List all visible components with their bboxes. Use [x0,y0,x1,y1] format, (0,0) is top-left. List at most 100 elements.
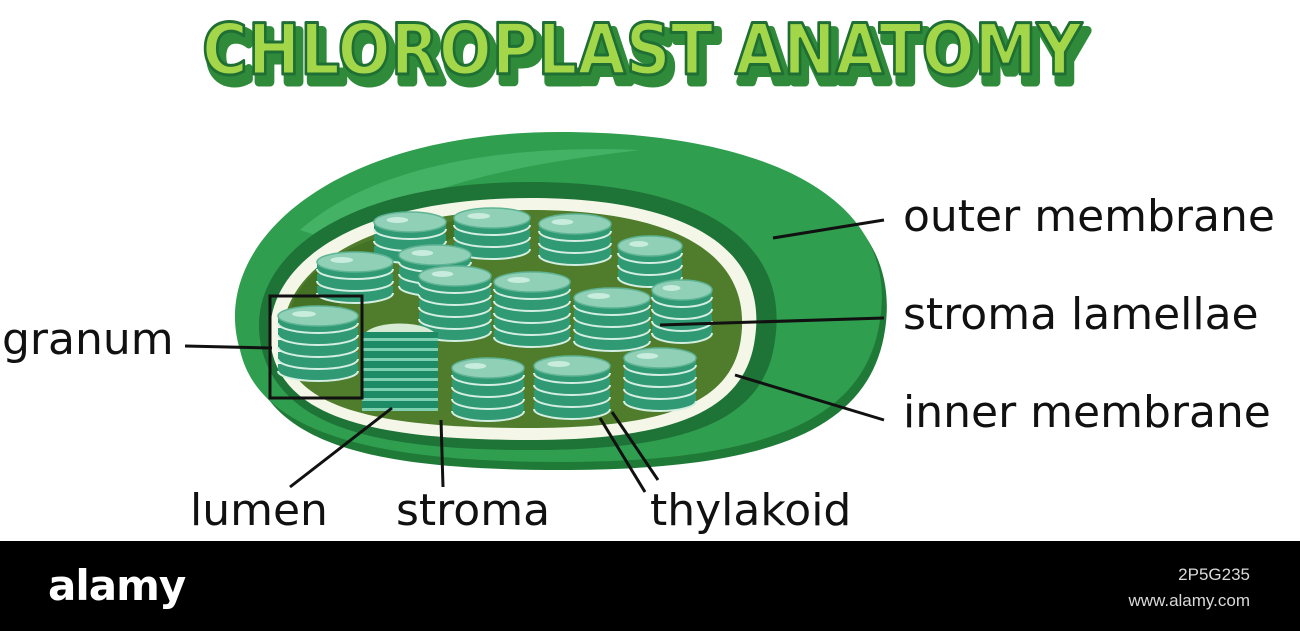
thylakoid-disc-rim [533,384,611,396]
thylakoid-disc-rim [451,410,525,422]
leader-stroma [439,419,445,488]
thylakoid-disc-rim [277,334,359,346]
thylakoid-disc-top [316,251,394,273]
title-shadow: CHLOROPLAST ANATOMY [207,17,1088,99]
lumen-membrane-line [362,398,438,401]
label-thylakoid: thylakoid [650,485,852,536]
thylakoid-disc-top [398,244,472,266]
thylakoid-disc-rim [533,372,611,384]
thylakoid-disc-rim [538,242,612,254]
label-stroma-lamellae: stroma lamellae [903,289,1259,340]
thylakoid-disc-rim [573,340,651,352]
leader-lumen [289,406,393,489]
lumen-stack [362,323,438,411]
thylakoid-disc-rim [418,282,492,294]
thylakoid-disc-top [651,279,713,301]
thylakoid-disc-rim [573,304,651,316]
lumen-membrane-line [362,408,438,411]
thylakoid-disc-rim [493,324,571,336]
thylakoid-disc-rim [418,306,492,318]
granum-stack [623,347,697,412]
label-inner-membrane: inner membrane [903,387,1271,438]
thylakoid-disc-rim [418,294,492,306]
granum-stack [573,287,651,352]
granum-stack [533,355,611,420]
leader-inner-membrane [734,373,885,422]
label-granum: granum [2,314,174,365]
thylakoid-shine [467,213,491,219]
granum-stack [451,357,525,422]
thylakoid-disc-rim [451,374,525,386]
thylakoid-disc-top [617,235,683,257]
granum-stack [617,235,683,288]
label-outer-membrane: outer membrane [903,191,1275,242]
thylakoid-disc-top [453,207,531,229]
thylakoid-disc-rim [316,280,394,292]
thylakoid-disc-rim [453,236,531,248]
thylakoid-disc-rim [533,408,611,420]
thylakoid-disc-top [623,347,697,369]
thylakoid-shine [629,241,649,247]
lumen-membrane-line [362,348,438,351]
site-url: www.alamy.com [1128,591,1250,610]
title-text: CHLOROPLAST ANATOMY [202,9,1083,91]
lumen-membrane-line [362,368,438,371]
thylakoid-disc-top [277,305,359,327]
thylakoid-shine [551,219,574,225]
brand-logo: alamy [48,561,186,610]
thylakoid-disc-rim [623,364,697,376]
granum-stack [453,207,531,260]
grana-group [277,207,713,422]
thylakoid-shine [330,257,354,263]
granum-stack [277,305,359,382]
thylakoid-shine [431,271,454,277]
thylakoid-disc-rim [277,322,359,334]
label-lumen: lumen [190,485,328,536]
thylakoid-disc-rim [277,346,359,358]
thylakoid-shine [464,363,487,369]
chloroplast [234,132,887,470]
thylakoid-disc-rim [623,376,697,388]
lumen-membrane-line [362,358,438,361]
thylakoid-disc-rim [277,370,359,382]
thylakoid-disc-rim [538,254,612,266]
thylakoid-shine [386,217,409,223]
granum-stack [493,271,571,348]
thylakoid-disc-rim [493,300,571,312]
thylakoid-shine [636,353,659,359]
thylakoid-disc-rim [453,224,531,236]
thylakoid-disc-top [538,213,612,235]
thylakoid-disc-rim [651,296,713,308]
thylakoid-disc-rim [493,312,571,324]
thylakoid-shine [292,311,316,317]
lumen-membrane-line [362,378,438,381]
thylakoid-disc-rim [451,386,525,398]
thylakoid-disc-rim [617,252,683,264]
thylakoid-disc-top [418,265,492,287]
thylakoid-disc-rim [418,318,492,330]
thylakoid-disc-rim [651,308,713,320]
lumen-membrane-line [362,388,438,391]
thylakoid-disc-rim [316,268,394,280]
thylakoid-disc-rim [533,396,611,408]
thylakoid-disc-rim [573,316,651,328]
image-id: 2P5G235 [1178,565,1250,584]
thylakoid-disc-rim [451,398,525,410]
thylakoid-disc-top [533,355,611,377]
leader-granum [184,344,273,350]
stock-watermark-bar: alamy 2P5G235 www.alamy.com [0,541,1300,631]
thylakoid-disc-rim [493,336,571,348]
thylakoid-disc-rim [651,320,713,332]
thylakoid-shine [662,285,681,291]
leader-lines [184,218,885,493]
granum-stack [418,265,492,342]
thylakoid-disc-rim [623,400,697,412]
label-stroma: stroma [396,485,551,536]
thylakoid-disc-top [373,211,447,233]
thylakoid-disc-top [451,357,525,379]
thylakoid-disc-rim [617,264,683,276]
thylakoid-shine [587,293,611,299]
thylakoid-disc-top [573,287,651,309]
thylakoid-shine [547,361,571,367]
